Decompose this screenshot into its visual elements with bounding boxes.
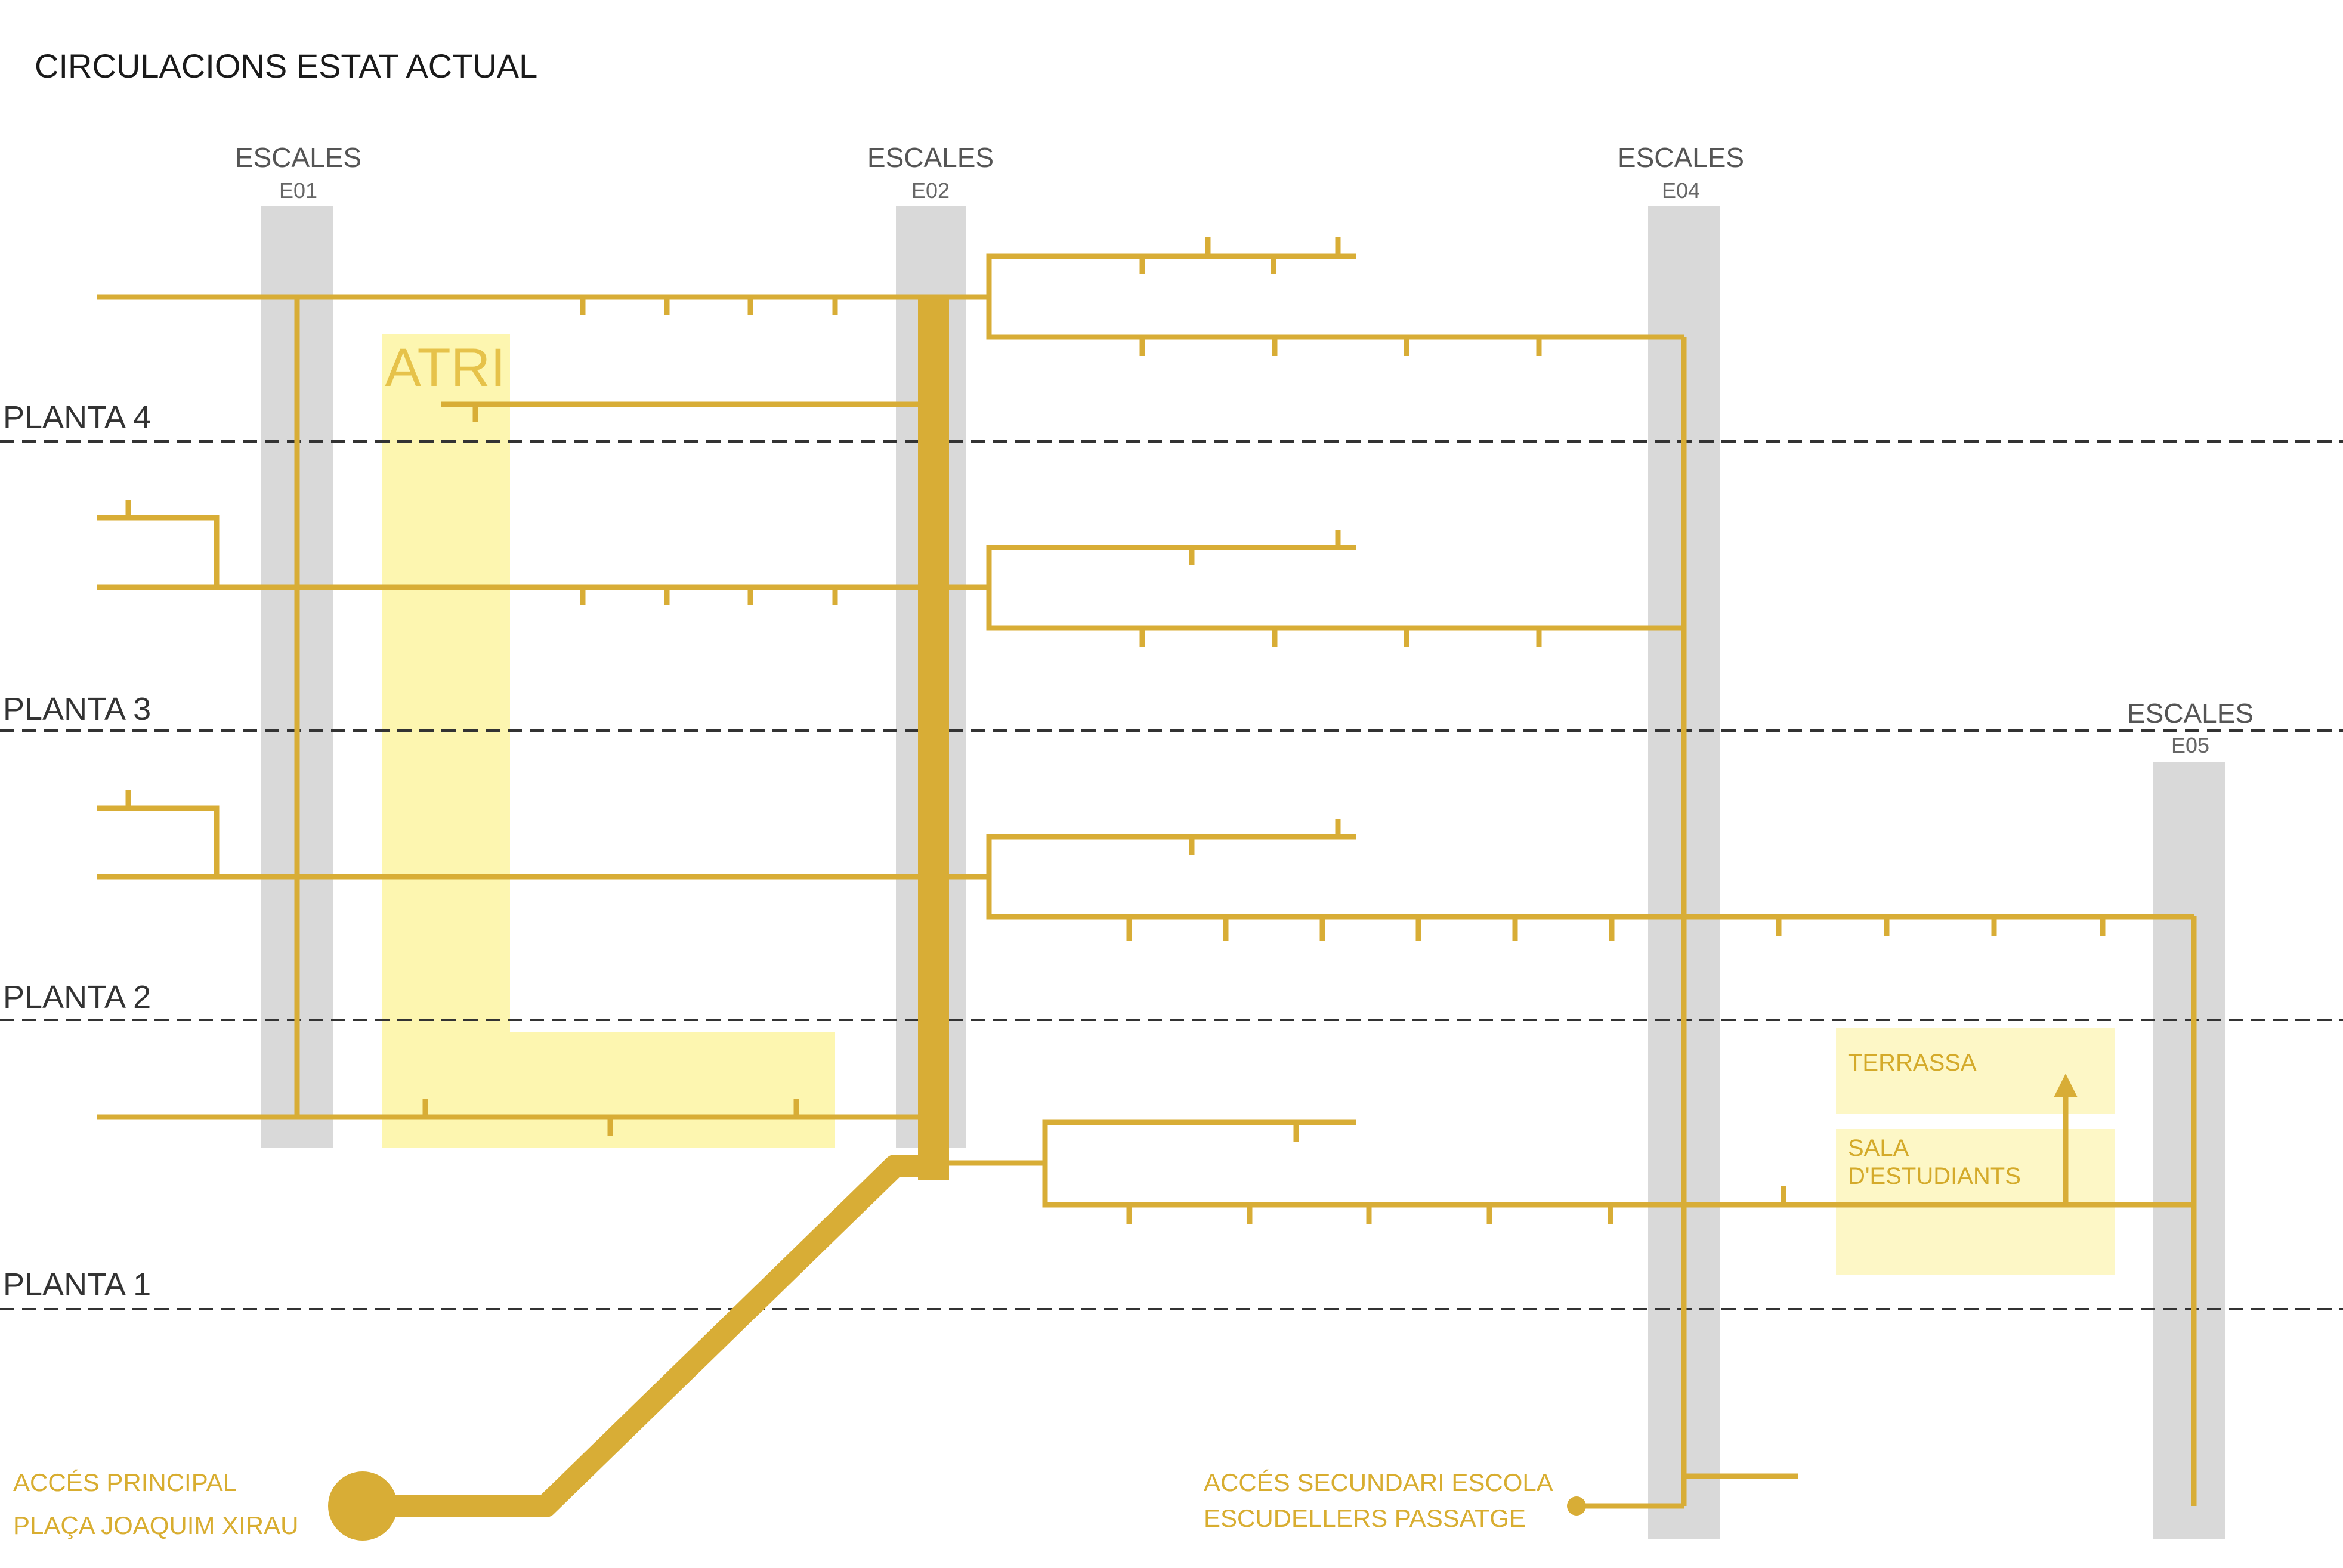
secondary-access-dot	[1567, 1496, 1586, 1516]
floor-label-3: PLANTA 3	[3, 691, 151, 727]
floor2-right-corridor	[942, 1160, 2194, 1208]
secondary-access-label-line2: ESCUDELLERS PASSATGE	[1204, 1504, 1526, 1532]
secondary-access-label-line1: ACCÉS SECUNDARI ESCOLA	[1204, 1468, 1553, 1496]
atrium-horizontal	[510, 1032, 835, 1148]
student-room-label-line1: SALA	[1848, 1135, 1909, 1161]
stair-code-e02: E02	[911, 178, 950, 203]
stair-label-e04: ESCALES	[1618, 142, 1744, 173]
floor-lines	[0, 440, 2343, 1310]
floor-label-1: PLANTA 1	[3, 1267, 151, 1303]
stair-label-e01: ESCALES	[235, 142, 361, 173]
atrium-vertical	[382, 334, 510, 1148]
floor2-right-branch	[1042, 1119, 1356, 1163]
floor4-left-branch	[97, 515, 220, 587]
main-access-label-line1: ACCÉS PRINCIPAL	[13, 1468, 237, 1496]
atrium-label: ATRI	[385, 338, 506, 398]
top-floor-right-branch	[986, 253, 1684, 340]
main-access-dot	[328, 1471, 397, 1541]
floor3-right-branch	[986, 834, 2194, 920]
terrace-zone	[1836, 1028, 2115, 1114]
floor-label-2: PLANTA 2	[3, 979, 151, 1015]
student-room-label-line2: D'ESTUDIANTS	[1848, 1163, 2021, 1189]
atrium-area	[382, 334, 835, 1148]
main-diagonal-route	[363, 1155, 949, 1517]
stair-column-e05	[2153, 762, 2225, 1539]
circulation-paths	[97, 237, 2197, 1509]
stair-label-e05: ESCALES	[2127, 698, 2254, 729]
floor-labels: PLANTA 4 PLANTA 3 PLANTA 2 PLANTA 1	[3, 400, 151, 1303]
floor3-left-branch	[97, 805, 220, 877]
terrace-label: TERRASSA	[1848, 1050, 1977, 1076]
arrow-up-icon	[2054, 1074, 2078, 1097]
stair-code-e01: E01	[279, 178, 317, 203]
stair-code-e04: E04	[1662, 178, 1700, 203]
main-route	[328, 295, 949, 1541]
main-access-label-line2: PLAÇA JOAQUIM XIRAU	[13, 1511, 298, 1539]
stair-label-e02: ESCALES	[867, 142, 994, 173]
stair-labels: ESCALES E01 ESCALES E02 ESCALES E04 ESCA…	[235, 142, 2254, 757]
floor-label-4: PLANTA 4	[3, 400, 151, 435]
floor4-right-branch	[986, 545, 1684, 631]
atrium-crossings	[391, 584, 501, 880]
stair-code-e05: E05	[2171, 733, 2209, 757]
diagram-title: CIRCULACIONS ESTAT ACTUAL	[35, 47, 537, 85]
